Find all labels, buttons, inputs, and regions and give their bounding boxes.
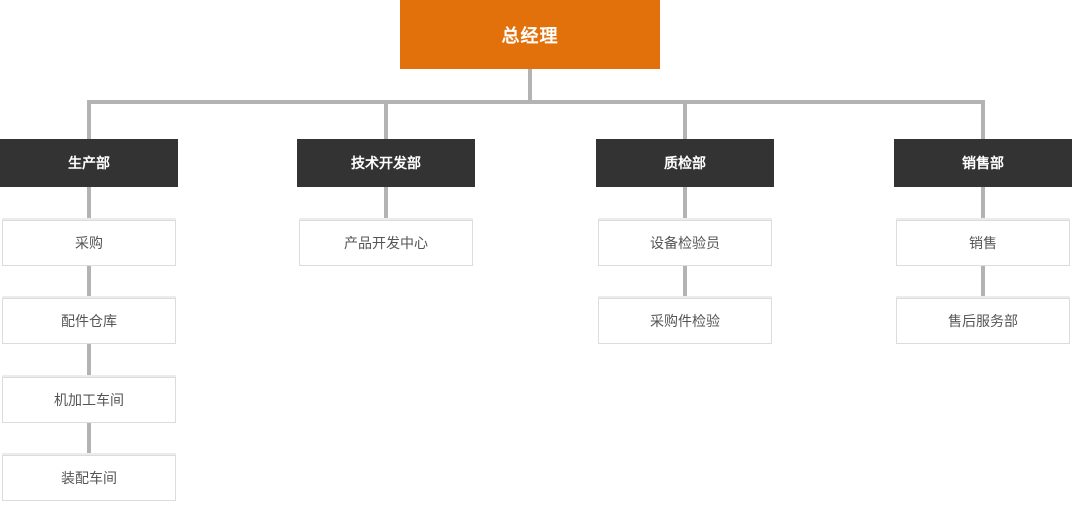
- node-qc-dept[interactable]: 质检部: [596, 139, 774, 187]
- node-equipment-inspector[interactable]: 设备检验员: [598, 220, 772, 266]
- node-machining-workshop[interactable]: 机加工车间: [2, 377, 176, 423]
- node-purchasing[interactable]: 采购: [2, 220, 176, 266]
- node-sales[interactable]: 销售: [896, 220, 1070, 266]
- connector-drop-production: [87, 100, 91, 139]
- connector-column-tech-dev: [384, 187, 388, 242]
- node-general-manager[interactable]: 总经理: [400, 0, 660, 69]
- node-purchased-parts-inspection[interactable]: 采购件检验: [598, 298, 772, 344]
- connector-root-stub: [528, 69, 532, 102]
- connector-horizontal-rail: [87, 100, 985, 104]
- node-production-dept[interactable]: 生产部: [0, 139, 178, 187]
- connector-drop-tech-dev: [384, 100, 388, 139]
- node-product-dev-center[interactable]: 产品开发中心: [299, 220, 473, 266]
- node-tech-dev-dept[interactable]: 技术开发部: [297, 139, 475, 187]
- node-after-sales-service[interactable]: 售后服务部: [896, 298, 1070, 344]
- node-parts-warehouse[interactable]: 配件仓库: [2, 298, 176, 344]
- connector-drop-sales: [981, 100, 985, 139]
- node-sales-dept[interactable]: 销售部: [894, 139, 1072, 187]
- node-assembly-workshop[interactable]: 装配车间: [2, 455, 176, 501]
- connector-drop-qc: [683, 100, 687, 139]
